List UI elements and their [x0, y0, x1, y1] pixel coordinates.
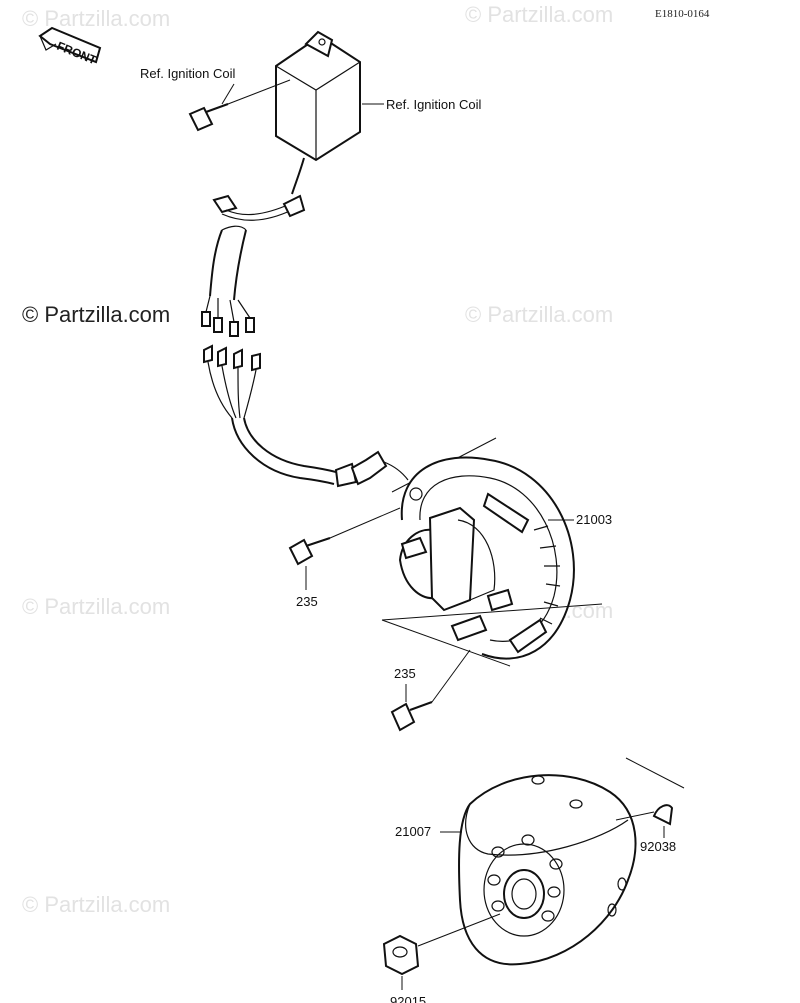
watermark-low-left: © Partzilla.com [22, 594, 170, 619]
flywheel-rim-hole-2 [569, 799, 583, 809]
stator-slot-bottom [508, 618, 548, 654]
woodruff-key-shape [652, 804, 674, 826]
coil-wire-lead [291, 157, 305, 195]
stator-axis-lower [381, 603, 603, 621]
stator-connector-body [350, 450, 388, 486]
harness-wire-a [225, 203, 291, 216]
screw-lower [390, 649, 471, 732]
front-arrow-head [39, 35, 57, 51]
flywheel-hub-thread [503, 869, 545, 919]
flywheel-rim-hole-1 [531, 775, 545, 785]
stator-lead-end [334, 462, 358, 488]
stator-connector-wire [383, 461, 409, 481]
label-flywheel: 21007 [395, 824, 431, 839]
stator-slot-top [482, 492, 530, 534]
stator-mount-hole [409, 487, 423, 501]
front-arrow: FRONT [38, 26, 102, 68]
screw-upper-shank [305, 537, 331, 547]
flywheel [458, 757, 685, 966]
flywheel-rim-hole-3 [617, 877, 627, 891]
screw-lower-shank [409, 701, 433, 711]
watermark-mid-right: © Partzilla.com [465, 302, 613, 327]
harness-wire-b [221, 209, 293, 221]
stator-assembly [381, 437, 603, 667]
coil-bolt-leader [227, 79, 291, 105]
stator-coil-wrap [457, 519, 496, 601]
stator-lead-tube-back [243, 417, 337, 473]
label-screw-lower: 235 [394, 666, 416, 681]
label-nut: 92015 [390, 994, 426, 1003]
stator-fins [533, 525, 561, 625]
label-ref-ignition-coil: Ref. Ignition Coil [386, 97, 481, 112]
stator-plate-outer [400, 456, 575, 660]
flywheel-nut [382, 913, 501, 990]
flywheel-rim-hole-4 [607, 903, 617, 917]
stator-lead-wires [207, 361, 257, 419]
woodruff-key [652, 804, 674, 838]
coil-bolt-head [188, 106, 214, 132]
coil-mount-hole [318, 38, 326, 46]
screw-upper-leader [329, 507, 401, 539]
diagram-code: E1810-0164 [655, 8, 710, 20]
socket-1 [203, 344, 213, 364]
watermark-top-right: © Partzilla.com [465, 2, 613, 27]
stator-coil-cap-left [400, 536, 428, 560]
terminal-2 [213, 317, 223, 333]
flywheel-holes [487, 834, 563, 922]
socket-2 [217, 346, 227, 368]
stator-connector [350, 450, 409, 486]
harness-tube-left [209, 229, 223, 297]
socket-3 [233, 348, 243, 370]
coil-bolt [188, 79, 291, 132]
front-arrow-shape [38, 26, 102, 64]
harness-tube-right [233, 229, 247, 301]
terminal-3 [229, 321, 239, 337]
harness-tube-top [221, 225, 247, 231]
leader-ref-coil-bolt [221, 83, 235, 105]
flywheel-key-leader [615, 811, 655, 821]
label-ref-ignition-coil-bolt: Ref. Ignition Coil [140, 66, 235, 81]
stator-coil-cap-bottom [450, 614, 488, 642]
label-stator: 21003 [576, 512, 612, 527]
watermark-mid-left: © Partzilla.com [22, 302, 170, 327]
coil-bolt-shank [205, 103, 229, 113]
screw-upper-head [288, 538, 314, 566]
screw-lower-leader [431, 649, 471, 703]
terminal-1 [201, 311, 211, 327]
flywheel-face-edge [465, 803, 629, 856]
wire-harness [201, 194, 358, 488]
nut-body [382, 934, 420, 976]
coil-body [275, 34, 361, 162]
label-screw-upper: 235 [296, 594, 318, 609]
screw-upper [288, 507, 401, 590]
ignition-coil [275, 30, 361, 195]
watermark-top-left: © Partzilla.com [22, 6, 170, 31]
flywheel-hub-bore [511, 878, 537, 910]
nut-bore [392, 946, 408, 958]
coil-mount-tab [304, 30, 334, 58]
screw-lower-head [390, 702, 416, 732]
stator-axis-base [381, 619, 511, 667]
watermark-bottom-left: © Partzilla.com [22, 892, 170, 917]
stator-coil-cap-right [486, 588, 514, 612]
harness-sleeve [282, 194, 306, 218]
harness-connector-top [212, 194, 238, 214]
harness-split-wires [205, 295, 251, 323]
terminal-4 [245, 317, 255, 333]
label-key: 92038 [640, 839, 676, 854]
flywheel-outer [458, 774, 637, 966]
nut-leader [417, 913, 501, 947]
flywheel-axis-upper [625, 757, 685, 789]
socket-4 [251, 352, 261, 372]
